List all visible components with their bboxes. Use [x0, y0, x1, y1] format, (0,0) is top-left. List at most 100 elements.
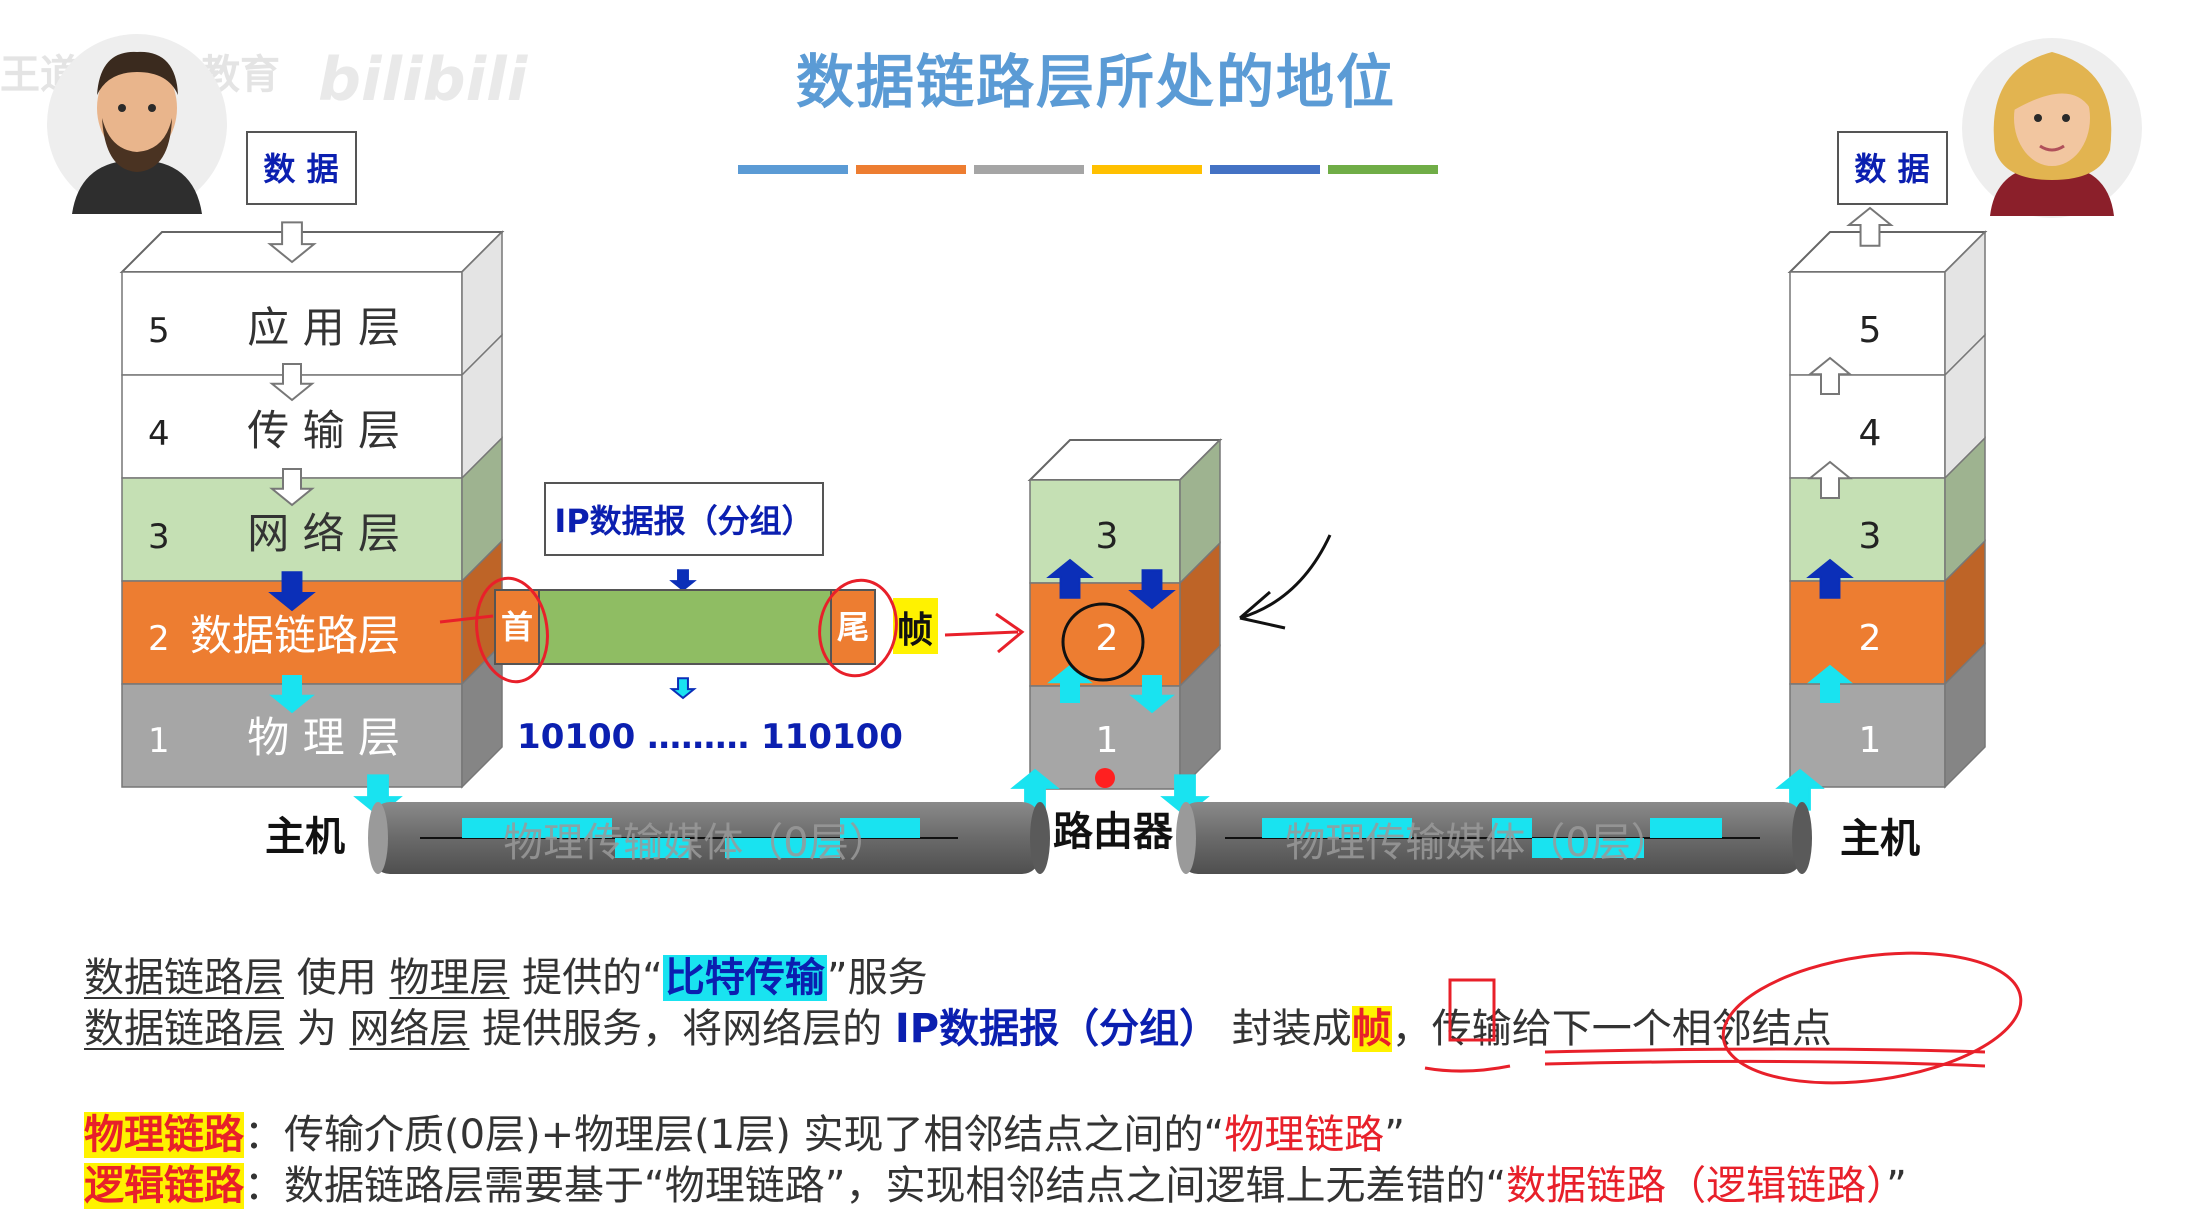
frame-trailer-label: 尾	[837, 608, 869, 646]
right-cable: 物理传输媒体（0层）	[1176, 802, 1812, 874]
left-layer-labels: 5 应 用 层 4 传 输 层 3 网 络 层 2 数据链路层 1 物 理 层	[148, 303, 400, 762]
term-next-node: 传输给下一个相邻结点	[1431, 1006, 1832, 1052]
frame-label-highlight	[893, 598, 938, 654]
line3-colon: ：	[244, 1112, 284, 1158]
right-layer-front	[1789, 683, 1946, 788]
router-label: 路由器	[1053, 809, 1174, 855]
left-layer5-num: 5	[148, 311, 170, 351]
router-layer-labels: 3 2 1	[1096, 516, 1119, 761]
page-title: 数据链路层所处的地位	[796, 48, 1396, 116]
left-layer2-name: 数据链路层	[190, 611, 400, 660]
right-layer-labels: 5 4 3 2 1	[1859, 310, 1882, 761]
arrow-datalink-to-physical	[269, 675, 315, 714]
right-media-label: 物理传输媒体（0层）	[1285, 820, 1670, 866]
line2-b: 为	[284, 1006, 350, 1052]
left-layer4-name: 传 输 层	[247, 406, 400, 455]
arrow-right-net-to-transport	[1807, 460, 1853, 499]
right-layer3-num: 3	[1859, 516, 1882, 557]
right-layer-front	[1789, 580, 1946, 685]
term-physical: 物理层	[389, 955, 510, 1001]
router-layer-side	[1179, 644, 1221, 791]
line3-red: 物理链路	[1224, 1112, 1385, 1158]
term-physical-link: 物理链路	[84, 1112, 244, 1158]
left-data-label: 数 据	[263, 150, 338, 188]
title-underline-segment	[1328, 165, 1438, 174]
router-stack	[1027, 438, 1223, 791]
left-data-box: 数 据	[246, 131, 357, 205]
bit-stream: 10100 ……… 110100	[517, 717, 903, 757]
arrow-media-to-right-host	[1775, 768, 1825, 811]
watermark-site: bilibili	[318, 45, 529, 115]
term-bit-transmission: 比特传输	[662, 955, 827, 1001]
left-layer1-num: 1	[148, 721, 170, 761]
line3-end: ”	[1384, 1112, 1406, 1158]
right-host-stack	[1787, 230, 1988, 789]
arrow-packet-into-frame	[669, 569, 697, 592]
arrow-router-net-to-dl	[1128, 569, 1176, 610]
female-avatar	[1962, 38, 2142, 218]
line2-h: ，	[1391, 1006, 1432, 1052]
title-underline-segment	[856, 165, 966, 174]
line4-red: 数据链路（逻辑链路）	[1506, 1163, 1887, 1209]
title-underline-segment	[738, 165, 848, 174]
arrow-transport-to-network	[269, 468, 315, 507]
arrow-router-dl-to-phy	[1129, 675, 1175, 714]
left-cable: 物理传输媒体（0层）	[368, 802, 1050, 874]
arrow-router-dl-to-net	[1046, 558, 1094, 599]
arrow-network-to-datalink	[268, 571, 316, 612]
line1-d: 提供的“	[509, 955, 663, 1001]
line2-f: 封装成	[1219, 1006, 1352, 1052]
left-layer3-name: 网 络 层	[247, 509, 400, 558]
line1-b: 使用	[284, 955, 390, 1001]
left-layer4-num: 4	[148, 414, 170, 454]
right-data-box: 数 据	[1837, 131, 1948, 205]
left-host-label: 主机	[265, 814, 345, 860]
right-layer4-num: 4	[1859, 413, 1882, 454]
router-ink	[1061, 534, 1332, 682]
male-avatar	[47, 34, 227, 214]
left-media-label: 物理传输媒体（0层）	[503, 820, 888, 866]
arrow-app-to-transport	[269, 363, 315, 402]
laser-pointer	[1095, 768, 1115, 788]
frame-label: 帧	[897, 610, 933, 651]
arrow-right-phy-to-dl	[1807, 664, 1853, 703]
line-3: 物理链路：传输介质(0层)+物理层(1层) 实现了相邻结点之间的“物理链路”	[84, 1102, 1405, 1160]
line2-d: 提供服务，将网络层的	[469, 1006, 895, 1052]
line-1: 数据链路层 使用 物理层 提供的“比特传输”服务	[84, 945, 928, 1003]
left-top-face	[119, 231, 505, 273]
line-4: 逻辑链路：数据链路层需要基于“物理链路”，实现相邻结点之间逻辑上无差错的“数据链…	[84, 1153, 1907, 1211]
arrow-frame-to-bits	[669, 677, 697, 700]
right-layer-front	[1789, 374, 1946, 479]
frame-trailer	[830, 589, 876, 665]
router-layer2-num: 2	[1096, 618, 1119, 659]
right-layer1-num: 1	[1859, 720, 1882, 761]
right-data-label: 数 据	[1854, 150, 1929, 188]
term-network: 网络层	[349, 1006, 470, 1052]
title-underline-segment	[1210, 165, 1320, 174]
term-frame: 帧	[1351, 1006, 1392, 1052]
left-layer-side	[461, 642, 503, 789]
right-layer2-num: 2	[1859, 618, 1882, 659]
line4-colon: ：	[244, 1163, 284, 1209]
line4-end: ”	[1886, 1163, 1907, 1209]
flow-arrows	[267, 206, 1894, 817]
line-2: 数据链路层 为 网络层 提供服务，将网络层的 IP数据报（分组） 封装成帧，传输…	[84, 996, 1832, 1054]
ip-packet-label: IP数据报（分组）	[554, 502, 813, 540]
right-host-label: 主机	[1840, 816, 1920, 862]
title-underline	[738, 165, 1438, 174]
term-datalink: 数据链路层	[84, 955, 284, 1001]
term-datalink-2: 数据链路层	[84, 1006, 284, 1052]
left-layer1-name: 物 理 层	[247, 713, 400, 762]
arrow-right-transport-to-app	[1807, 356, 1853, 395]
left-layer-front	[121, 271, 463, 376]
line4-text: 数据链路层需要基于“物理链路”，实现相邻结点之间逻辑上无差错的“	[284, 1163, 1507, 1209]
title-underline-segment	[1092, 165, 1202, 174]
term-logical-link: 逻辑链路	[84, 1163, 244, 1209]
frame-header	[494, 589, 540, 665]
left-layer2-num: 2	[148, 619, 170, 659]
term-ip-packet: IP数据报（分组）	[894, 1006, 1220, 1052]
line1-f: ”服务	[826, 955, 928, 1001]
router-layer1-num: 1	[1096, 720, 1119, 761]
router-layer3-num: 3	[1096, 516, 1119, 557]
